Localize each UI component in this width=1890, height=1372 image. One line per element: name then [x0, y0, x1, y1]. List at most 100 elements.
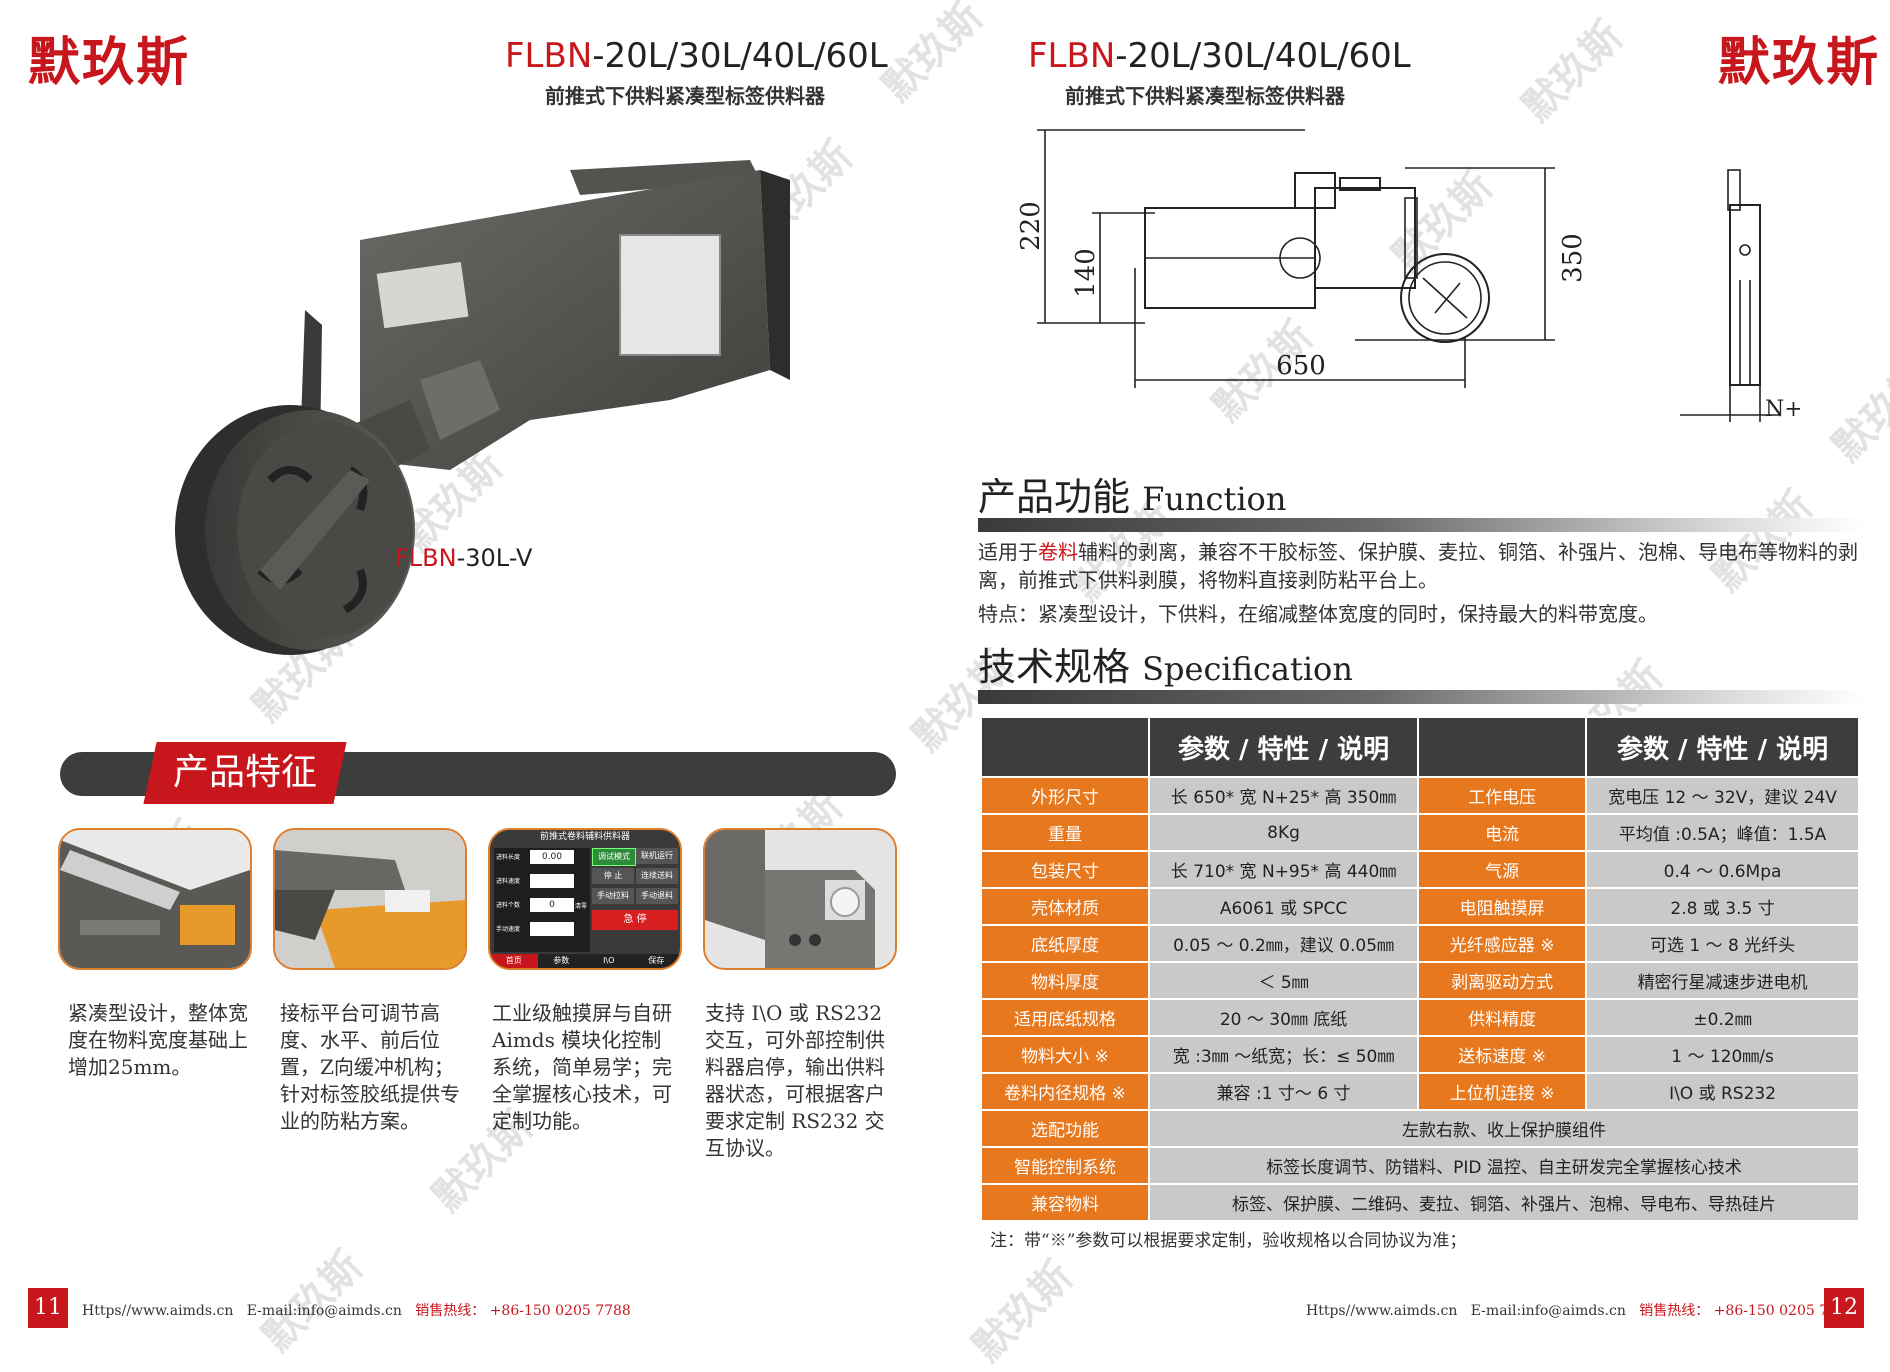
- spec-key: 剥离驱动方式: [1417, 961, 1588, 1000]
- spec-row: 适用底纸规格 20 ～ 30㎜ 底纸 供料精度 ±0.2㎜: [980, 998, 1860, 1037]
- feature-desc-1: 紧凑型设计，整体宽度在物料宽度基础上增加25mm。: [68, 1001, 248, 1079]
- model-prefix: FLBN: [505, 36, 593, 76]
- spec-value: 宽电压 12 ～ 32V，建议 24V: [1585, 776, 1860, 815]
- features-title: 产品特征: [143, 742, 347, 804]
- spec-header-blank: [980, 716, 1150, 778]
- spec-header-cell: 参数 / 特性 / 说明: [1585, 716, 1860, 778]
- spec-value: 1 ～ 120㎜/s: [1585, 1035, 1860, 1074]
- footer-email[interactable]: E-mail:info@aimds.cn: [246, 1303, 402, 1319]
- spec-value: 可选 1 ～ 8 光纤头: [1585, 924, 1860, 963]
- hmi-continuous-button[interactable]: 连续送料: [636, 868, 678, 884]
- model-suffix: -30L-V: [456, 544, 533, 572]
- hmi-estop-button[interactable]: 急 停: [592, 910, 678, 930]
- hmi-online-button[interactable]: 联机运行: [636, 848, 678, 864]
- model-prefix: FLBN: [1028, 36, 1116, 76]
- model-title-right: FLBN-20L/30L/40L/60L: [1028, 36, 1411, 76]
- hmi-row-label: 进料个数: [496, 902, 521, 909]
- spec-title-cn: 技术规格: [978, 645, 1131, 689]
- hmi-row-label: 进料长度: [496, 854, 521, 861]
- function-p1-post: 辅料的剥离，兼容不干胶标签、保护膜、麦拉、铜箔、补强片、泡棉、导电布等物料的剥离…: [978, 540, 1858, 592]
- function-p1-pre: 适用于: [978, 540, 1038, 564]
- spec-key: 兼容物料: [980, 1183, 1150, 1222]
- model-subtitle-right: 前推式下供料紧凑型标签供料器: [1065, 84, 1345, 108]
- spec-value: 宽 :3㎜ ～纸宽；长：≤ 50㎜: [1147, 1035, 1420, 1074]
- spec-table: 参数 / 特性 / 说明 参数 / 特性 / 说明 外形尺寸 长 650* 宽 …: [980, 716, 1860, 1222]
- hmi-tab-params[interactable]: 参数: [553, 956, 570, 965]
- dim-350: 350: [1558, 233, 1588, 283]
- footer-email[interactable]: E-mail:info@aimds.cn: [1470, 1303, 1626, 1319]
- function-paragraph-1: 适用于卷料辅料的剥离，兼容不干胶标签、保护膜、麦拉、铜箔、补强片、泡棉、导电布等…: [978, 538, 1868, 594]
- hmi-value-field[interactable]: 0: [530, 898, 574, 912]
- spec-row: 卷料内径规格 ※ 兼容 :1 寸～ 6 寸 上位机连接 ※ I\O 或 RS23…: [980, 1072, 1860, 1111]
- function-title: 产品功能 Function: [978, 466, 1286, 521]
- hmi-debug-button[interactable]: 调试模式: [592, 848, 636, 866]
- spec-value: 兼容 :1 寸～ 6 寸: [1147, 1072, 1420, 1111]
- feature-card-4: [703, 828, 897, 970]
- dim-140: 140: [1071, 248, 1101, 298]
- hmi-stop-button[interactable]: 停 止: [592, 868, 634, 884]
- dim-220: 220: [1016, 201, 1046, 251]
- footer-hotline-label: 销售热线：: [1639, 1303, 1710, 1319]
- function-p1-red: 卷料: [1038, 540, 1078, 564]
- feature-desc-3: 工业级触摸屏与自研 Aimds 模块化控制系统，简单易学；完全掌握核心技术，可定…: [492, 1001, 672, 1133]
- hmi-value-field[interactable]: [530, 922, 574, 936]
- hmi-value-field[interactable]: [530, 874, 574, 888]
- footer-url[interactable]: Https//www.aimds.cn: [1306, 1303, 1458, 1319]
- footer-right: Https//www.aimds.cn E-mail:info@aimds.cn…: [1306, 1300, 1855, 1320]
- watermark: 默玖斯: [964, 1253, 1082, 1371]
- spec-key: 重量: [980, 813, 1150, 852]
- page-number-right: 12: [1824, 1288, 1864, 1328]
- spec-value: ＜ 5㎜: [1147, 961, 1420, 1000]
- model-suffix: -20L/30L/40L/60L: [592, 36, 888, 76]
- spec-key: 气源: [1417, 850, 1588, 889]
- hmi-manual-retract-button[interactable]: 手动退料: [636, 888, 678, 904]
- spec-key: 光纤感应器 ※: [1417, 924, 1588, 963]
- model-prefix: FLBN: [395, 544, 457, 572]
- spec-title-en: Specification: [1142, 650, 1353, 688]
- features-title-text: 产品特征: [172, 752, 317, 793]
- spec-value: 0.05 ～ 0.2㎜，建议 0.05㎜: [1147, 924, 1420, 963]
- hmi-tab-home[interactable]: 首页: [490, 954, 538, 968]
- side-view-drawing: N+25: [1680, 169, 1800, 422]
- hmi-tab-io[interactable]: I\O: [603, 956, 615, 965]
- spec-title: 技术规格 Specification: [978, 636, 1353, 691]
- dimension-drawing: 220 140 350 650: [1016, 129, 1588, 388]
- spec-row: 底纸厚度 0.05 ～ 0.2㎜，建议 0.05㎜ 光纤感应器 ※ 可选 1 ～…: [980, 924, 1860, 963]
- footer-url[interactable]: Https//www.aimds.cn: [82, 1303, 234, 1319]
- spec-key: 电流: [1417, 813, 1588, 852]
- feature-image-compact: [60, 830, 250, 968]
- hmi-manual-feed-button[interactable]: 手动拉料: [592, 888, 634, 904]
- hmi-row-label: 手动速度: [496, 926, 521, 933]
- spec-value: 左款右款、收上保护膜组件: [1148, 1109, 1860, 1148]
- model-title-left: FLBN-20L/30L/40L/60L: [505, 36, 888, 76]
- spec-key: 卷料内径规格 ※: [980, 1072, 1150, 1111]
- feature-card-2: [273, 828, 467, 970]
- spec-value: 平均值 :0.5A；峰值：1.5A: [1585, 813, 1860, 852]
- dim-650: 650: [1276, 351, 1326, 381]
- spec-row: 重量 8Kg 电流 平均值 :0.5A；峰值：1.5A: [980, 813, 1860, 852]
- spec-row-wide: 智能控制系统 标签长度调节、防错料、PID 温控、自主研发完全掌握核心技术: [980, 1146, 1860, 1185]
- hmi-value-field[interactable]: 0.00: [530, 850, 574, 864]
- hmi-tab-save[interactable]: 保存: [648, 956, 665, 965]
- spec-header-cell: 参数 / 特性 / 说明: [1147, 716, 1420, 778]
- spec-header-row: 参数 / 特性 / 说明 参数 / 特性 / 说明: [980, 716, 1860, 778]
- spec-header-blank: [1417, 716, 1588, 778]
- spec-key: 上位机连接 ※: [1417, 1072, 1588, 1111]
- page-number-left: 11: [28, 1288, 68, 1328]
- spec-value: 2.8 或 3.5 寸: [1585, 887, 1860, 926]
- spec-key: 供料精度: [1417, 998, 1588, 1037]
- function-bar: [978, 518, 1864, 532]
- model-suffix: -20L/30L/40L/60L: [1115, 36, 1411, 76]
- spec-row: 物料大小 ※ 宽 :3㎜ ～纸宽；长：≤ 50㎜ 送标速度 ※ 1 ～ 120㎜…: [980, 1035, 1860, 1074]
- spec-value: ±0.2㎜: [1585, 998, 1860, 1037]
- footer-hotline: +86-150 0205 7788: [489, 1303, 631, 1319]
- spec-key: 底纸厚度: [980, 924, 1150, 963]
- feature-image-platform: [275, 830, 465, 968]
- spec-key: 送标速度 ※: [1417, 1035, 1588, 1074]
- hmi-clear-label: 清零: [575, 903, 588, 910]
- spec-key: 适用底纸规格: [980, 998, 1150, 1037]
- spec-value: 标签长度调节、防错料、PID 温控、自主研发完全掌握核心技术: [1148, 1146, 1860, 1185]
- spec-bar: [978, 690, 1864, 704]
- spec-key: 智能控制系统: [980, 1146, 1150, 1185]
- feature-image-connector: [705, 830, 895, 968]
